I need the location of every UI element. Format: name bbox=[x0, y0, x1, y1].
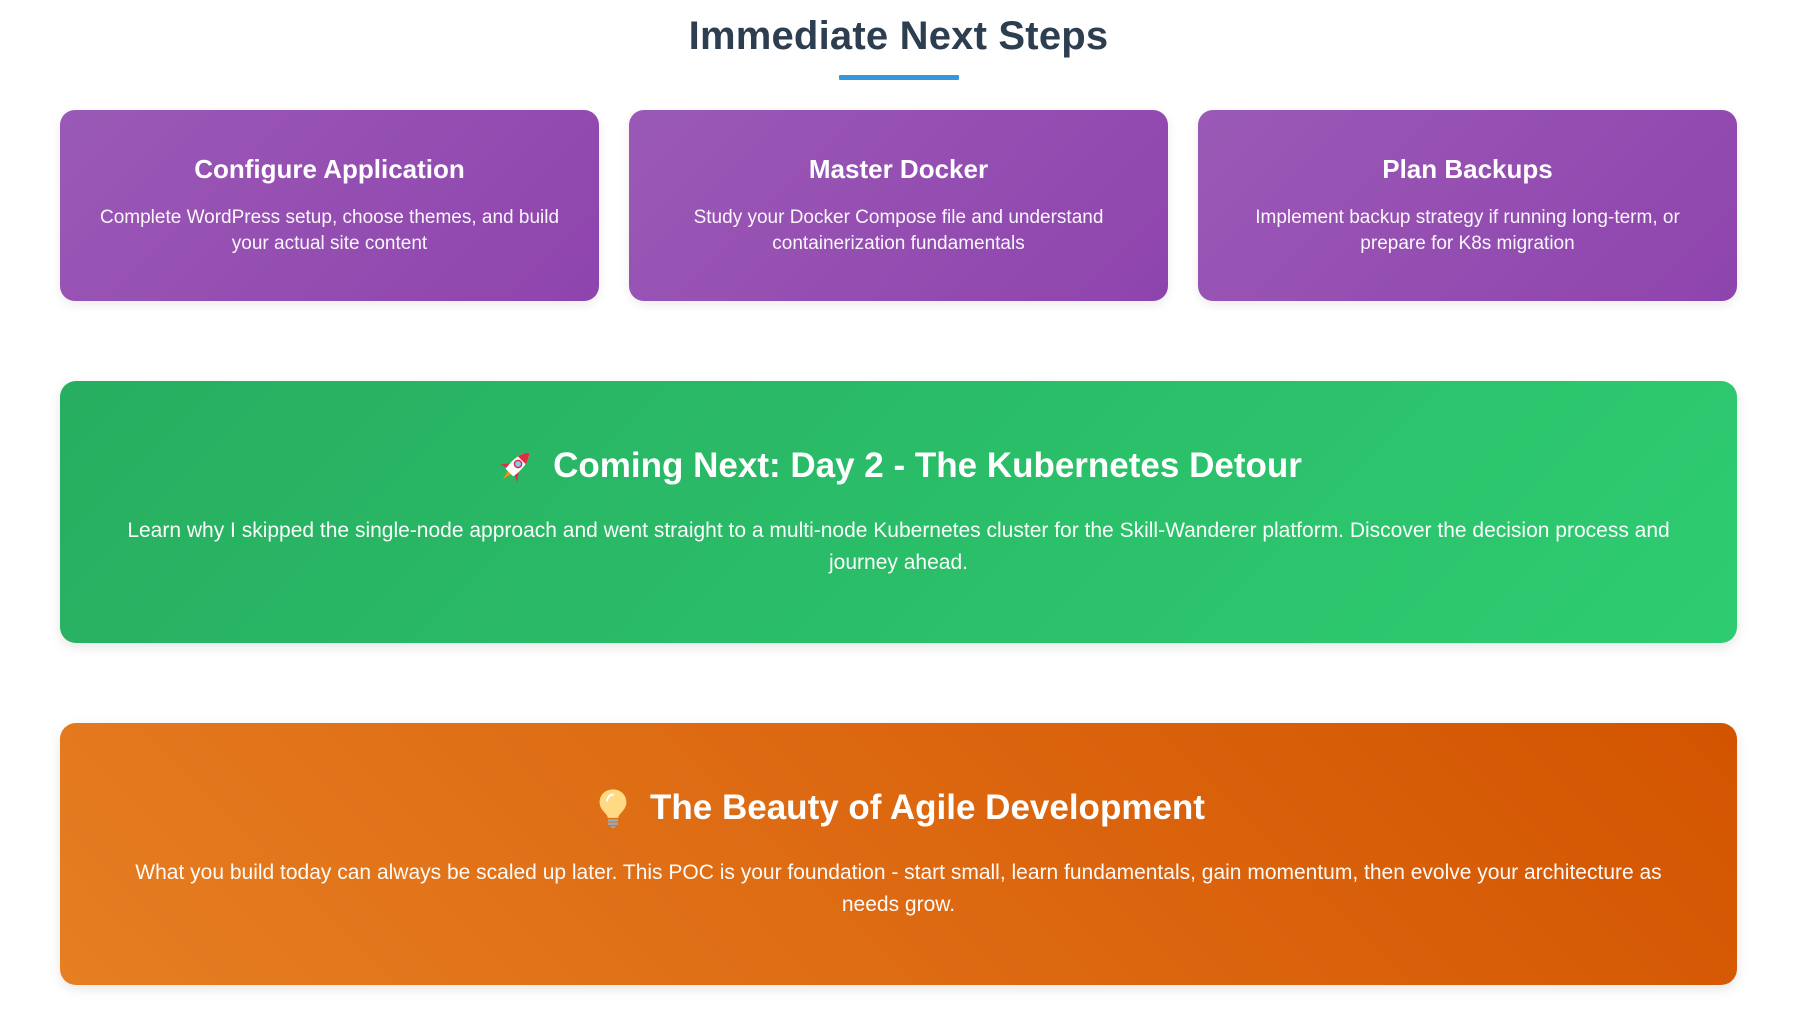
banner-heading: The Beauty of Agile Development bbox=[120, 787, 1677, 829]
card-plan-backups: Plan Backups Implement backup strategy i… bbox=[1198, 110, 1737, 302]
banner-agile: The Beauty of Agile Development What you… bbox=[60, 723, 1737, 986]
banner-body: What you build today can always be scale… bbox=[135, 861, 1662, 917]
card-body: Study your Docker Compose file and under… bbox=[693, 207, 1104, 255]
card-configure-application: Configure Application Complete WordPress… bbox=[60, 110, 599, 302]
card-master-docker: Master Docker Study your Docker Compose … bbox=[629, 110, 1168, 302]
next-steps-card-row: Configure Application Complete WordPress… bbox=[60, 110, 1737, 302]
banner-body: Learn why I skipped the single-node appr… bbox=[127, 519, 1670, 575]
banner-heading: Coming Next: Day 2 - The Kubernetes Deto… bbox=[120, 445, 1677, 487]
card-body: Complete WordPress setup, choose themes,… bbox=[99, 207, 560, 255]
card-title: Configure Application bbox=[194, 154, 465, 184]
card-title: Master Docker bbox=[808, 154, 989, 184]
lightbulb-icon bbox=[592, 787, 634, 829]
card-title: Plan Backups bbox=[1382, 154, 1553, 184]
rocket-icon bbox=[495, 445, 537, 487]
title-underline bbox=[838, 75, 959, 80]
banner-coming-next: Coming Next: Day 2 - The Kubernetes Deto… bbox=[60, 381, 1737, 644]
banner-title: Coming Next: Day 2 - The Kubernetes Deto… bbox=[553, 446, 1302, 486]
card-body: Implement backup strategy if running lon… bbox=[1255, 207, 1680, 255]
page-title: Immediate Next Steps bbox=[688, 14, 1109, 58]
banner-title: The Beauty of Agile Development bbox=[650, 788, 1205, 828]
